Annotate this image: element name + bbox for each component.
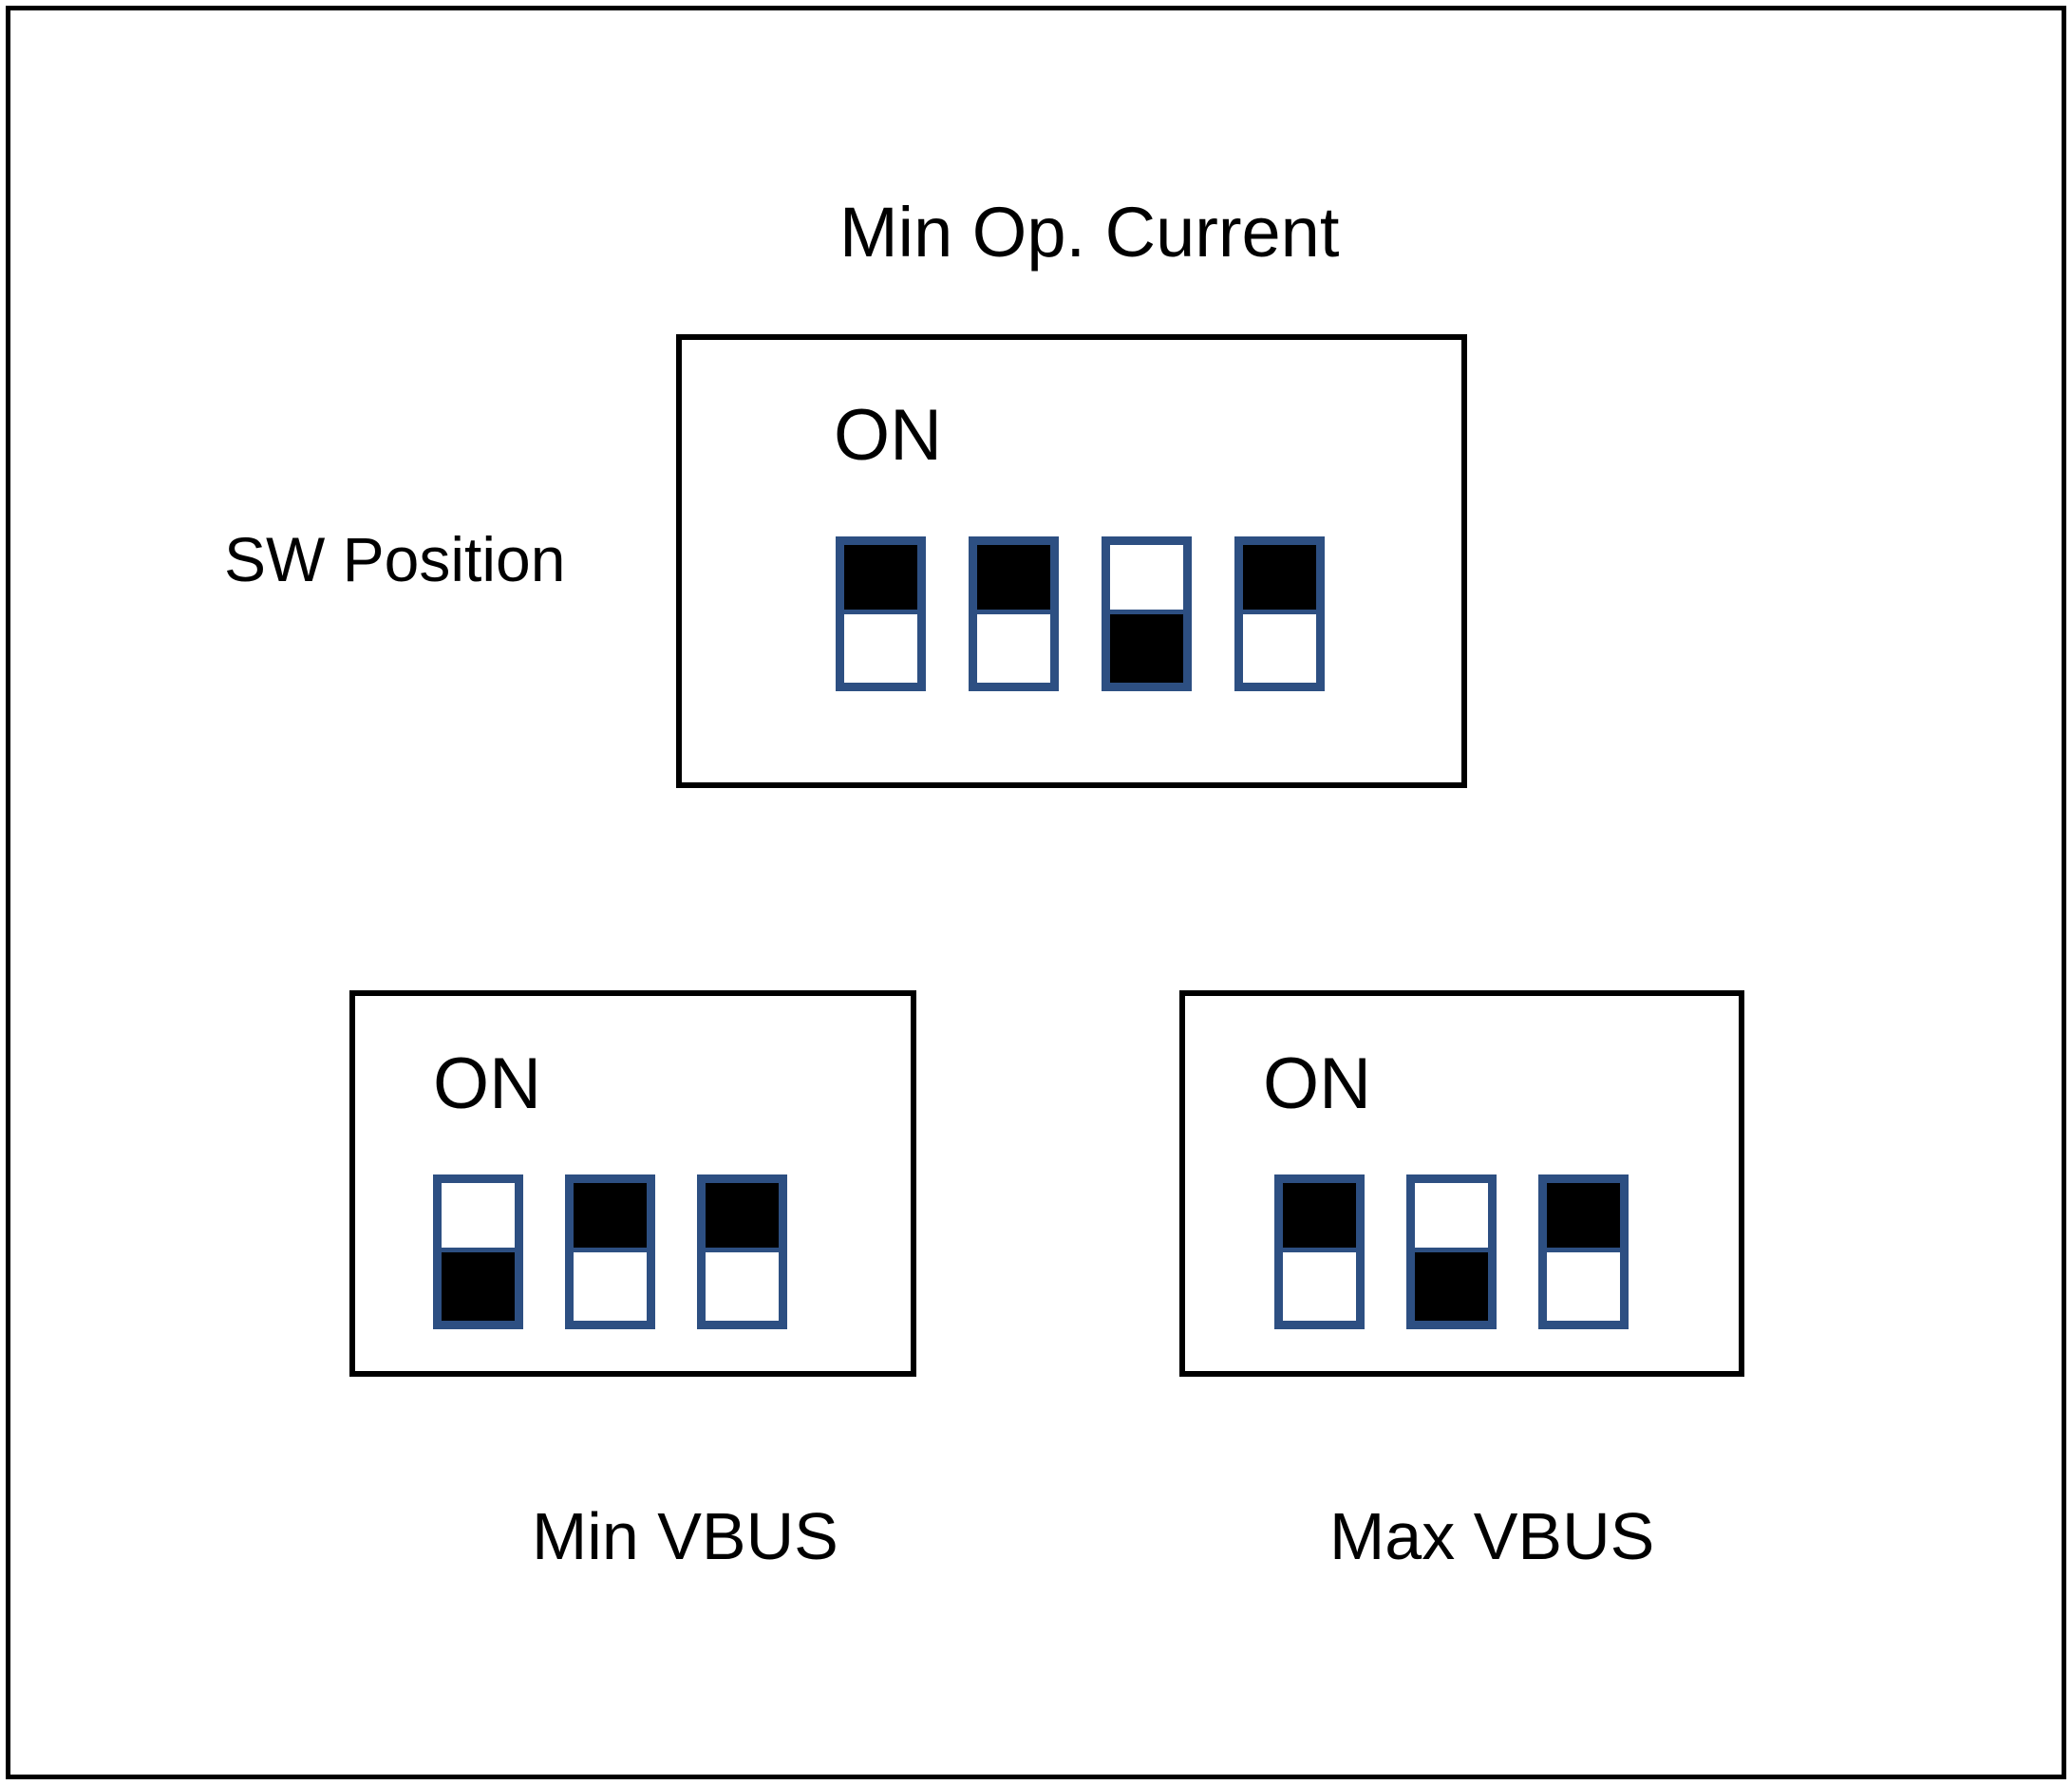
dip-switch-3-bottom [706,1251,779,1321]
dip-switch-3-top [1110,545,1183,614]
dip-switch-2-bottom [977,613,1050,683]
switch-row-max-vbus [1274,1174,1629,1329]
dip-switch-1-bottom [844,613,917,683]
switch-bank-min-op-current: ON [676,334,1467,788]
switch-row-min-op-current [836,536,1325,691]
dip-switch-2-bottom [574,1251,647,1321]
dip-switch-3-bottom [1547,1251,1620,1321]
dip-switch-1-top [844,545,917,614]
on-label-max-vbus: ON [1263,1043,1371,1124]
dip-switch-2-top [574,1183,647,1252]
max-vbus-caption: Max VBUS [1329,1499,1655,1573]
switch-bank-min-vbus: ON [349,990,916,1377]
switch-row-min-vbus [433,1174,787,1329]
dip-switch-1[interactable] [836,536,926,691]
dip-switch-2-top [977,545,1050,614]
on-label-min-op-current: ON [834,395,942,476]
sw-position-label: SW Position [224,524,566,594]
min-op-current-title: Min Op. Current [839,193,1340,272]
dip-switch-1-top [1283,1183,1356,1252]
dip-switch-3[interactable] [1538,1174,1629,1329]
dip-switch-4-bottom [1243,613,1316,683]
dip-switch-2-top [1415,1183,1488,1252]
on-label-min-vbus: ON [433,1043,541,1124]
min-vbus-caption: Min VBUS [532,1499,838,1573]
switch-bank-max-vbus: ON [1179,990,1744,1377]
dip-switch-2-bottom [1415,1251,1488,1321]
dip-switch-3-top [706,1183,779,1252]
dip-switch-4[interactable] [1234,536,1325,691]
dip-switch-3-top [1547,1183,1620,1252]
dip-switch-3[interactable] [697,1174,787,1329]
dip-switch-3[interactable] [1102,536,1192,691]
dip-switch-4-top [1243,545,1316,614]
dip-switch-2[interactable] [969,536,1059,691]
dip-switch-1[interactable] [433,1174,523,1329]
outer-frame [6,6,2066,1779]
dip-switch-1[interactable] [1274,1174,1365,1329]
dip-switch-1-bottom [442,1251,515,1321]
dip-switch-1-bottom [1283,1251,1356,1321]
dip-switch-2[interactable] [1406,1174,1497,1329]
dip-switch-1-top [442,1183,515,1252]
dip-switch-2[interactable] [565,1174,655,1329]
dip-switch-3-bottom [1110,613,1183,683]
